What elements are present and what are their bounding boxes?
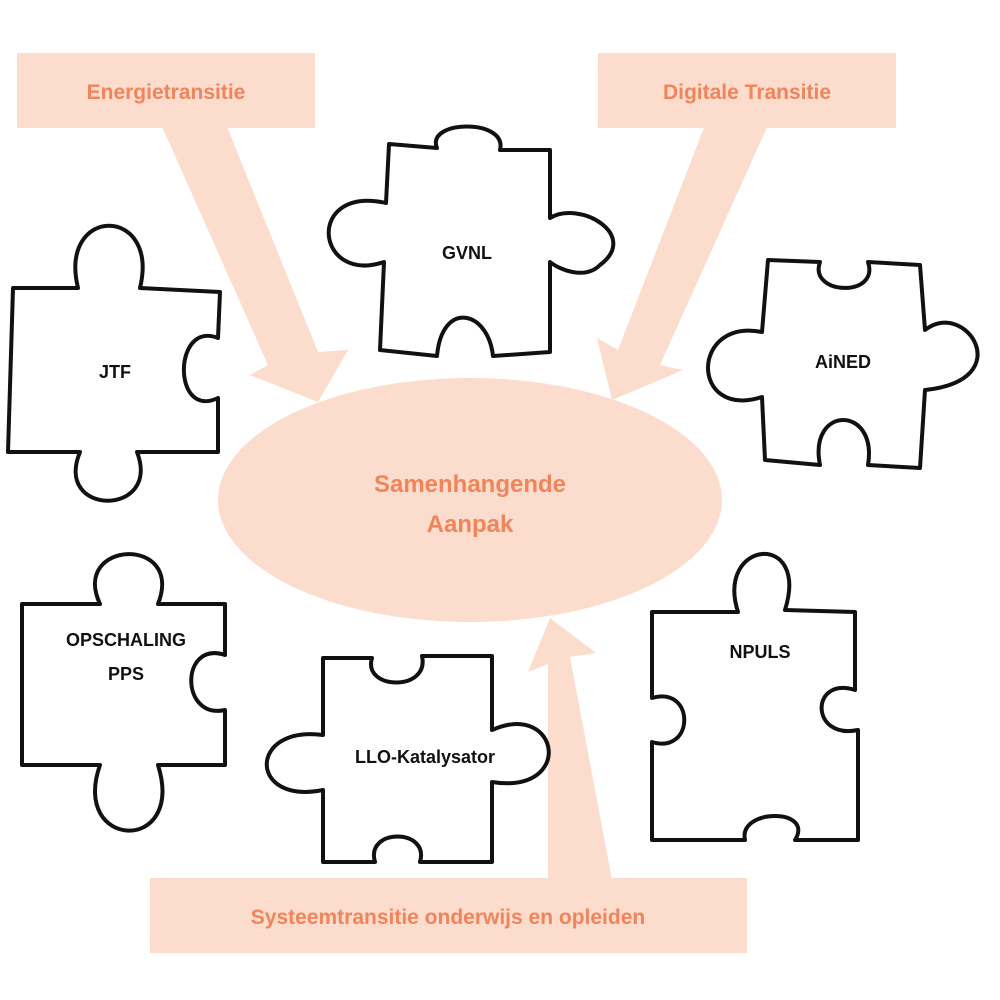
puzzle-piece-opschaling-shape <box>20 552 227 833</box>
arrow-digitale-transitie <box>597 125 768 400</box>
center-label-line1: Samenhangende <box>374 471 566 498</box>
label-systeemtransitie: Systeemtransitie onderwijs en opleiden <box>251 906 645 929</box>
label-gvnl: GVNL <box>442 243 492 263</box>
puzzle-piece-llo-shape <box>264 654 551 864</box>
puzzle-piece-gvnl: GVNL <box>326 124 616 358</box>
puzzle-piece-jtf-shape <box>6 223 222 503</box>
label-energietransitie: Energietransitie <box>87 81 246 104</box>
arrow-systeemtransitie <box>528 618 612 880</box>
puzzle-piece-ained: AiNED <box>706 258 980 470</box>
puzzle-piece-jtf: JTF <box>6 223 222 503</box>
label-opschaling-line1: OPSCHALING <box>66 630 186 650</box>
label-llo: LLO-Katalysator <box>355 747 495 767</box>
label-digitale-transitie: Digitale Transitie <box>663 81 831 104</box>
box-systeemtransitie <box>150 878 747 953</box>
puzzle-piece-opschaling: OPSCHALING PPS <box>20 552 227 833</box>
label-npuls: NPULS <box>729 642 790 662</box>
box-digitale-transitie <box>598 53 896 128</box>
label-jtf: JTF <box>99 362 131 382</box>
puzzle-piece-ained-shape <box>706 258 980 470</box>
center-label-line2: Aanpak <box>427 511 514 538</box>
puzzle-piece-npuls-shape <box>650 552 860 842</box>
puzzle-piece-llo: LLO-Katalysator <box>264 654 551 864</box>
puzzle-piece-npuls: NPULS <box>650 552 860 842</box>
label-ained: AiNED <box>815 352 871 372</box>
label-opschaling-line2: PPS <box>108 664 144 684</box>
center-hub <box>218 378 722 622</box>
puzzle-piece-gvnl-shape <box>326 124 616 358</box>
arrow-energietransitie <box>160 122 348 402</box>
box-energietransitie <box>17 53 315 128</box>
